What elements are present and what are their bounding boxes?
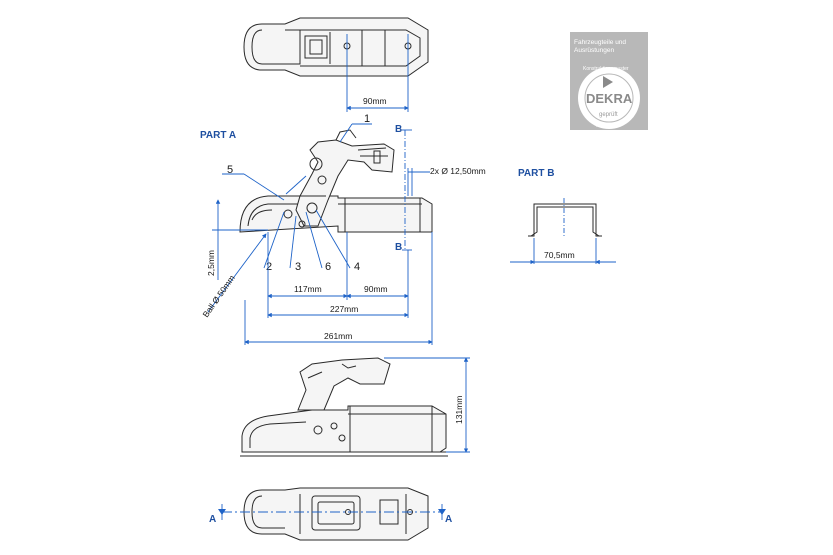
side-view (239, 129, 433, 233)
section-a-line (218, 504, 446, 520)
dim-117mm: 117mm (294, 284, 322, 294)
badge-brand: DEKRA (586, 91, 633, 106)
badge-geprueft: geprüft (599, 112, 618, 118)
part-b-section (510, 198, 616, 265)
front-131mm-dimension (384, 357, 470, 453)
callout-4: 4 (354, 261, 360, 273)
bolt-leader (407, 168, 430, 196)
part-a-title: PART A (200, 130, 236, 141)
badge-line1: Fahrzeugteile und (574, 39, 626, 46)
dim-261mm: 261mm (324, 331, 352, 341)
dekra-badge: Fahrzeugteile und Ausrüstungen Konstrukt… (570, 32, 648, 130)
callout-2: 2 (266, 261, 272, 273)
top-90mm-dimension (346, 34, 409, 112)
dekra-logo-icon (603, 76, 613, 88)
top-90mm-label: 90mm (363, 96, 387, 106)
ball-dimensions (207, 199, 268, 313)
horizontal-dimensions (244, 232, 433, 345)
callout-5: 5 (227, 164, 233, 176)
badge-ring-text: Konstruktionsmuster (583, 66, 629, 72)
front-view (240, 357, 448, 457)
section-b-bottom: B (395, 242, 402, 253)
dim-ball: Ball Ø 50mm (200, 273, 236, 319)
part-b-width: 70,5mm (544, 250, 575, 260)
section-b-top: B (395, 124, 402, 135)
dim-227mm: 227mm (330, 304, 358, 314)
section-a-left: A (209, 514, 216, 525)
section-a-right: A (445, 514, 452, 525)
dim-2-5mm: 2,5mm (206, 250, 216, 276)
badge-line2: Ausrüstungen (574, 47, 614, 54)
dim-131mm: 131mm (454, 396, 464, 424)
bolt-dimension: 2x Ø 12,50mm (430, 166, 486, 176)
section-b-markers (402, 129, 412, 251)
top-view (243, 17, 429, 77)
dim-90mm: 90mm (364, 284, 388, 294)
badge-code: ISO 9001 (596, 123, 619, 129)
callout-3: 3 (295, 261, 301, 273)
callout-6: 6 (325, 261, 331, 273)
part-b-title: PART B (518, 168, 554, 179)
bottom-view (243, 487, 429, 541)
callout-1: 1 (364, 113, 370, 125)
callout-leaders (222, 123, 372, 269)
